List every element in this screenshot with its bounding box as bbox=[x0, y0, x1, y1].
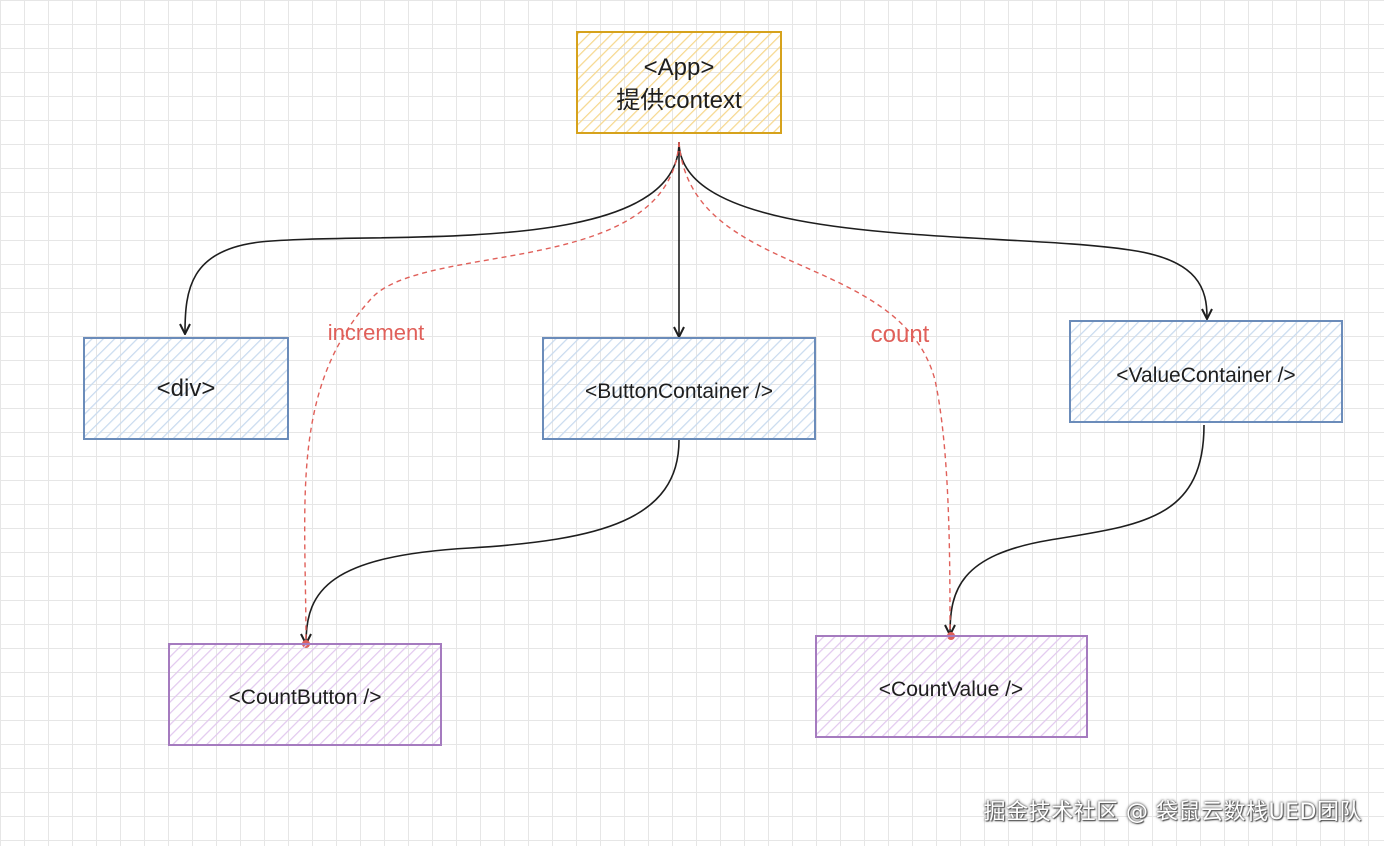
node-value-container[interactable]: <ValueContainer /> bbox=[1069, 320, 1343, 423]
watermark-text: 掘金技术社区 @ 袋鼠云数栈UED团队 bbox=[983, 800, 1362, 825]
edge-app-to-value-container bbox=[678, 141, 1207, 318]
node-count-button[interactable]: <CountButton /> bbox=[168, 643, 442, 746]
node-button-container-label: <ButtonContainer /> bbox=[585, 380, 773, 403]
edge-app-to-div bbox=[185, 141, 680, 333]
node-app-label: <App> bbox=[644, 54, 715, 81]
node-app-sublabel: 提供context bbox=[616, 87, 742, 114]
node-button-container[interactable]: <ButtonContainer /> bbox=[542, 337, 816, 440]
node-count-value[interactable]: <CountValue /> bbox=[815, 635, 1088, 738]
edge-label-count: count bbox=[871, 321, 930, 348]
node-div-label: <div> bbox=[157, 375, 216, 402]
context-edges bbox=[304, 141, 951, 644]
edge-label-increment: increment bbox=[328, 320, 425, 345]
tree-edges bbox=[185, 141, 1207, 643]
node-app[interactable]: <App> 提供context bbox=[576, 31, 782, 134]
node-div[interactable]: <div> bbox=[83, 337, 289, 440]
node-count-button-label: <CountButton /> bbox=[229, 686, 382, 709]
context-edge-count bbox=[678, 141, 951, 635]
edge-button-container-to-count-button bbox=[306, 439, 680, 643]
node-count-value-label: <CountValue /> bbox=[879, 678, 1023, 701]
edge-value-container-to-count-value bbox=[950, 424, 1205, 634]
context-edge-increment bbox=[304, 141, 680, 644]
node-value-container-label: <ValueContainer /> bbox=[1116, 364, 1295, 387]
